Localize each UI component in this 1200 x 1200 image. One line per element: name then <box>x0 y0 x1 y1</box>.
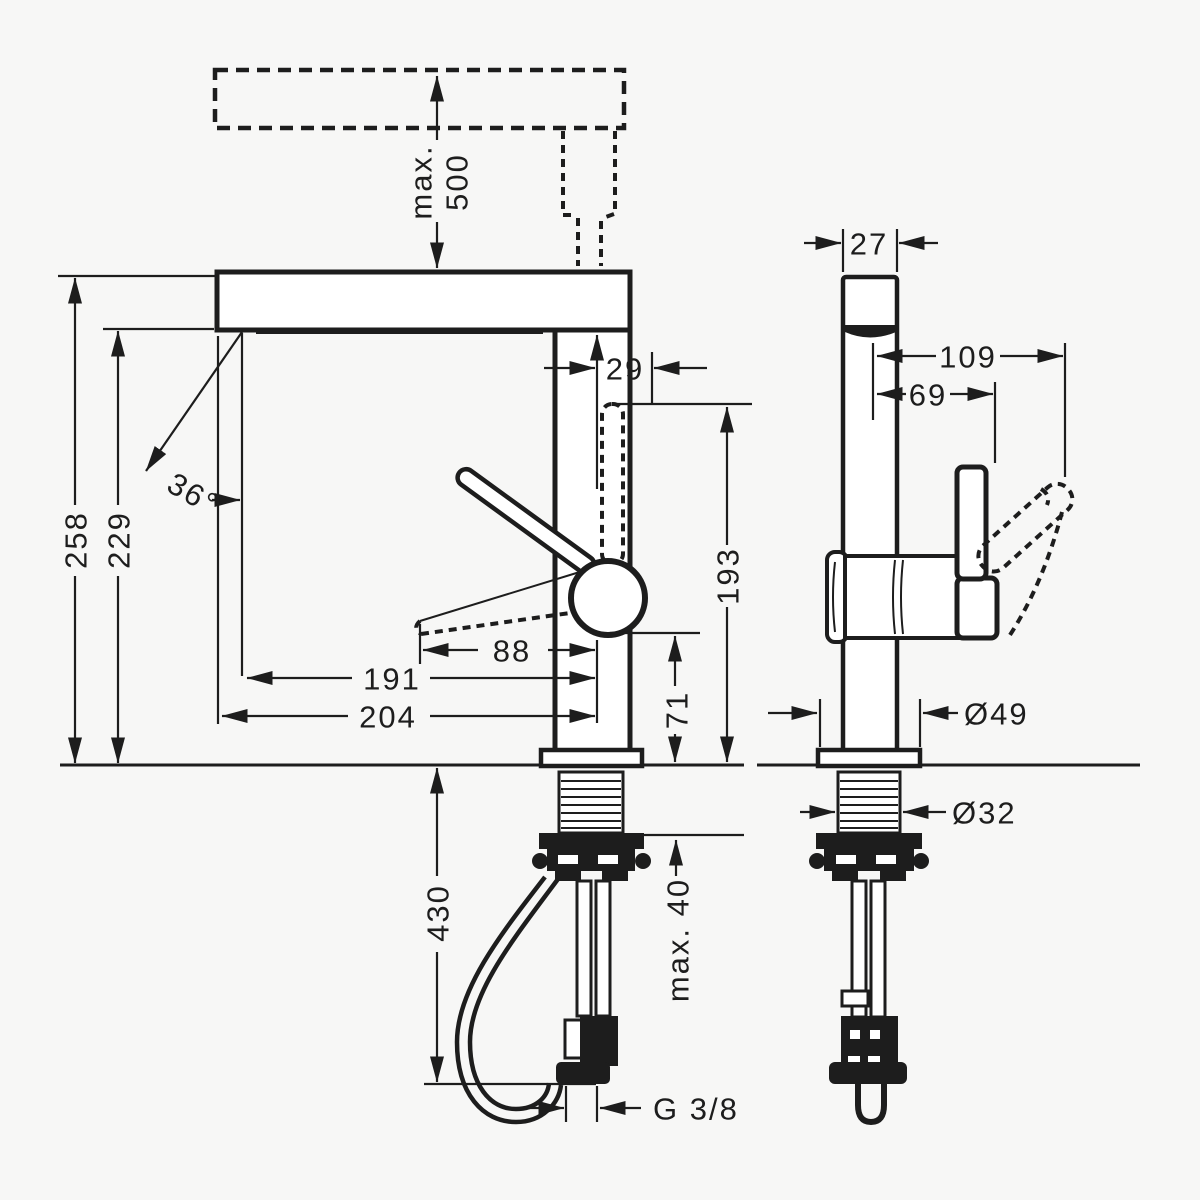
dim-88-label: 88 <box>493 634 531 669</box>
dim-max40: max. 40 <box>661 839 696 1002</box>
dim-32: Ø32 <box>800 796 1017 831</box>
dim-29-label: 29 <box>606 352 644 387</box>
dim-191-label: 191 <box>363 662 421 697</box>
dim-229: 229 <box>102 327 214 764</box>
bottom-hook <box>855 1084 887 1126</box>
dim-71: 71 <box>610 631 700 763</box>
dim-430: 430 <box>421 767 596 1086</box>
dim-max-label: max. <box>404 144 439 219</box>
mounting-hardware-left <box>532 747 651 1084</box>
dim-204-label: 204 <box>359 700 417 735</box>
dim-500-label: 500 <box>440 153 475 211</box>
mounting-hardware-right <box>809 747 929 1126</box>
dim-204: 204 <box>216 336 596 735</box>
left-view-faucet <box>60 67 744 1125</box>
counter-lines-left <box>60 763 744 837</box>
dim-88: 88 <box>418 624 599 723</box>
right-view-faucet <box>757 274 1140 1126</box>
handle-lever <box>414 402 648 638</box>
dimension-annotations: max. 500 258 229 36° <box>58 75 1067 1127</box>
handle-base <box>954 575 1000 641</box>
dim-193: 193 <box>612 402 752 763</box>
dim-g38: G 3/8 <box>520 1086 739 1127</box>
aerator-band <box>845 325 896 338</box>
dim-36deg: 36° <box>145 331 244 676</box>
dim-71-label: 71 <box>660 691 695 729</box>
dim-27-label: 27 <box>850 227 888 262</box>
dim-49: Ø49 <box>768 697 1029 747</box>
handle-front <box>954 464 989 582</box>
dim-spout-raise: max. 500 <box>404 75 475 269</box>
dim-69: 69 <box>876 378 997 463</box>
dim-258: 258 <box>58 274 216 764</box>
dim-430-label: 430 <box>421 884 456 942</box>
raised-spout-dashed-outline <box>212 67 627 266</box>
handle-raised-dashed-right <box>976 481 1075 640</box>
pullout-hose <box>454 875 564 1125</box>
dim-29: 29 <box>544 334 707 489</box>
dim-229-label: 229 <box>102 511 137 569</box>
dim-max40-label: max. 40 <box>661 878 696 1002</box>
dim-32-label: Ø32 <box>952 796 1017 831</box>
dim-191: 191 <box>246 662 596 697</box>
dim-193-label: 193 <box>711 547 746 605</box>
dim-g38-label: G 3/8 <box>653 1092 739 1127</box>
dim-36-label: 36° <box>161 466 224 523</box>
handle-pivot-knob <box>568 558 648 638</box>
spout-and-body <box>214 269 633 754</box>
dim-109-label: 109 <box>939 340 997 375</box>
dim-49-label: Ø49 <box>964 697 1029 732</box>
dim-69-label: 69 <box>909 378 947 413</box>
dim-27: 27 <box>804 227 938 272</box>
dim-109: 109 <box>871 340 1067 477</box>
handle-low-outline <box>419 570 584 622</box>
body-column-right <box>825 274 1075 755</box>
dim-258-label: 258 <box>59 511 94 569</box>
